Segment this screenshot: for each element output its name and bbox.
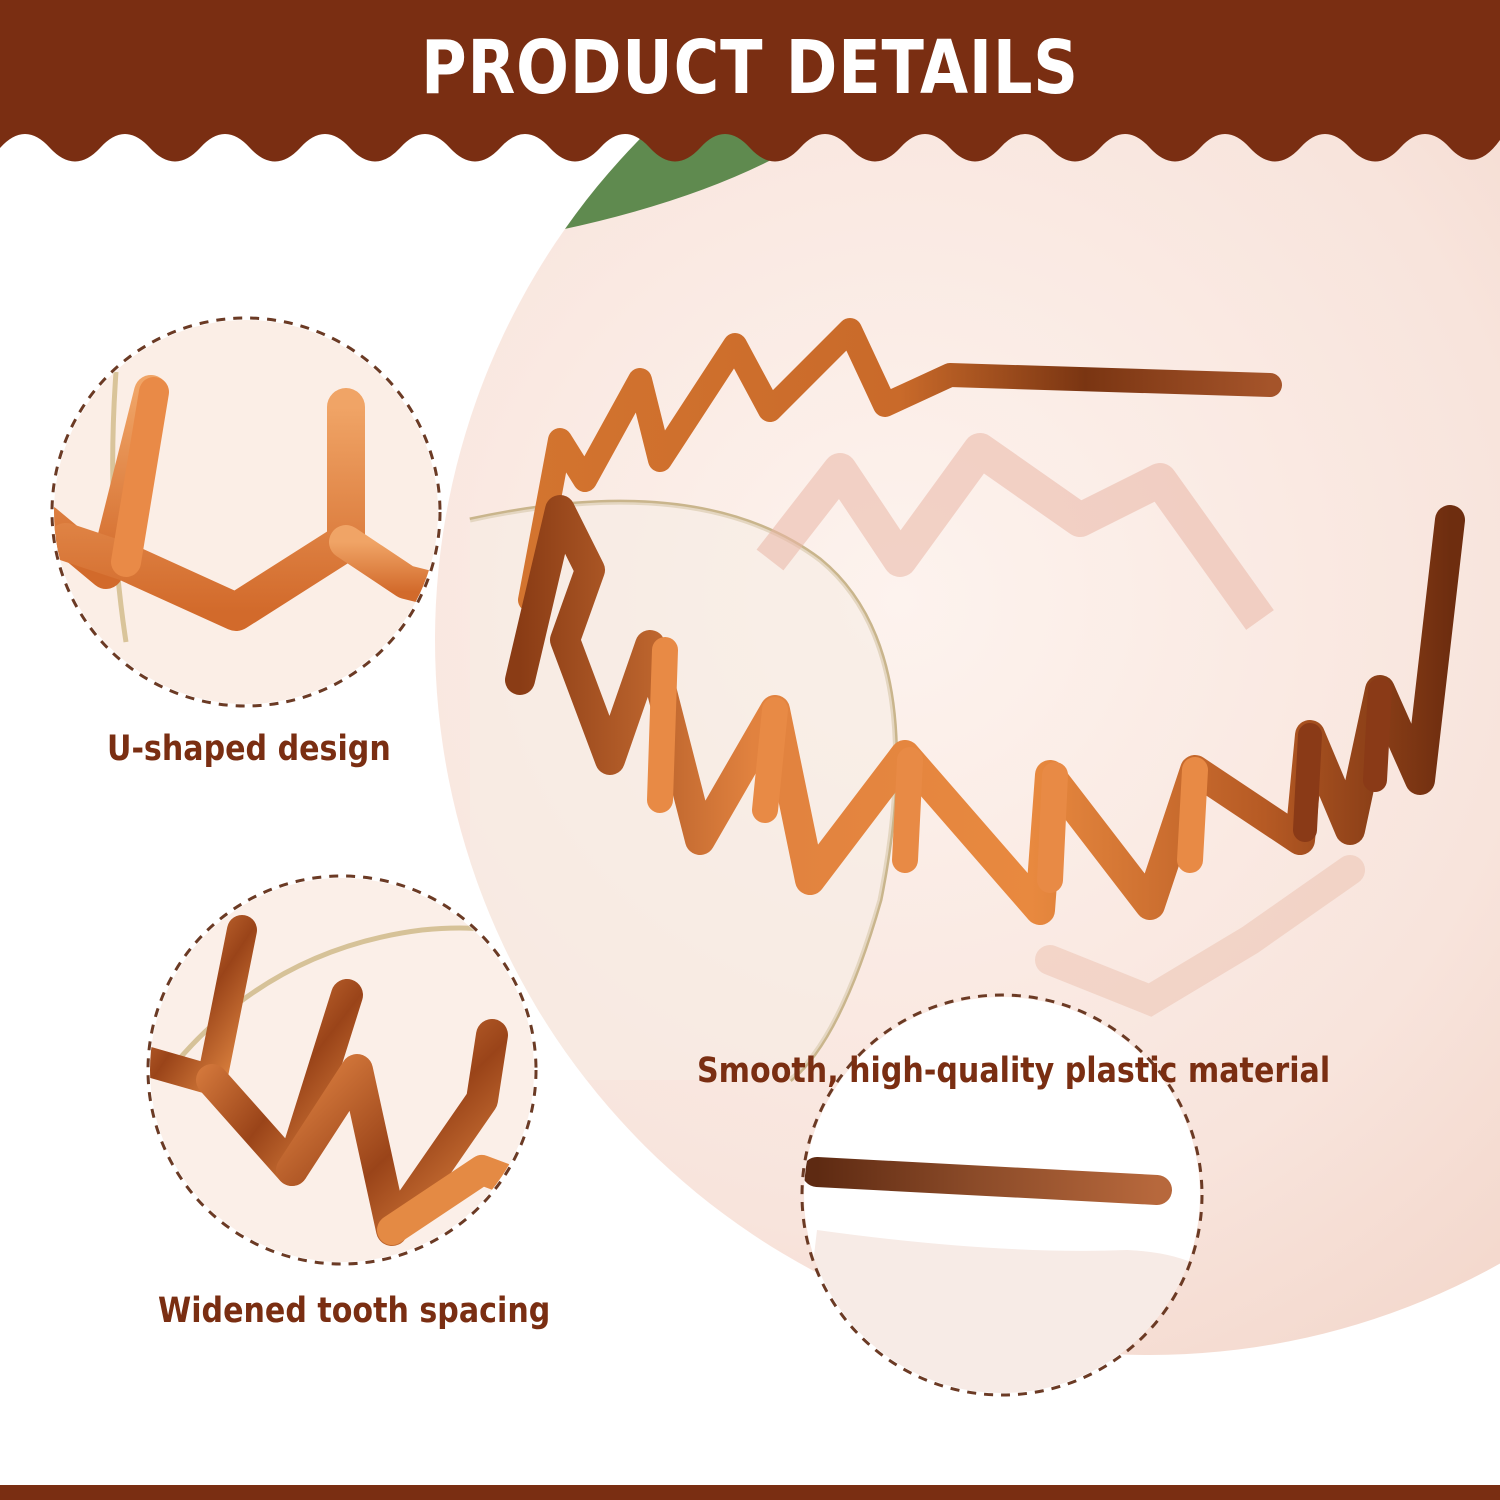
detail-circle-u-shaped — [50, 316, 442, 708]
detail-circle-tooth-spacing — [146, 874, 538, 1266]
tooth-spacing-closeup — [150, 878, 534, 1262]
feature-label-plastic: Smooth, high-quality plastic material — [697, 1051, 1331, 1091]
feature-label-tooth-spacing: Widened tooth spacing — [158, 1291, 551, 1331]
feature-label-u-shaped: U-shaped design — [107, 729, 391, 769]
headband-end-closeup — [804, 997, 1200, 1393]
bottom-border — [0, 1485, 1500, 1500]
detail-circle-plastic — [800, 993, 1204, 1397]
u-shaped-teeth-closeup — [54, 320, 438, 704]
page-title: PRODUCT DETAILS — [421, 25, 1079, 111]
